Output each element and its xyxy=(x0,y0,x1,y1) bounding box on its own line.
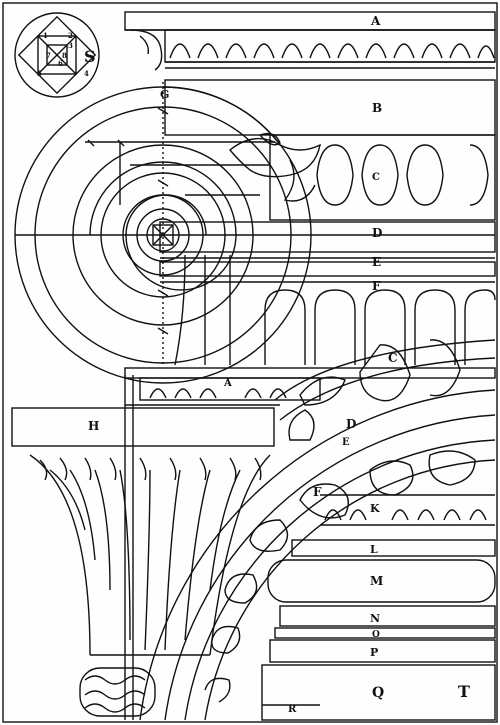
label-A-top: A xyxy=(370,14,381,28)
label-T: T xyxy=(458,682,470,701)
label-B: B xyxy=(372,101,382,115)
inset-number-2: 2 xyxy=(68,31,73,40)
abacus-upper xyxy=(124,11,496,71)
column-arc xyxy=(139,389,496,721)
label-D-lower: D xyxy=(346,417,356,431)
label-P: P xyxy=(370,646,378,659)
band-D xyxy=(159,221,496,253)
label-H: H xyxy=(88,419,99,433)
inset-number-4: 4 xyxy=(84,69,89,78)
label-M: M xyxy=(370,574,383,588)
label-F-upper: F xyxy=(372,279,381,293)
band-H xyxy=(11,407,275,447)
band-M xyxy=(267,559,496,603)
inset-number-8: 8 xyxy=(62,51,67,60)
label-R: R xyxy=(288,704,297,715)
label-S: S xyxy=(84,47,96,66)
label-Q: Q xyxy=(372,685,384,701)
band-K xyxy=(320,494,495,526)
label-A-lower: A xyxy=(223,378,232,389)
label-K: K xyxy=(370,502,380,515)
leaf-row-upper xyxy=(169,43,495,59)
echinus-lower xyxy=(274,339,496,441)
inset-number-7: 7 xyxy=(46,51,51,60)
label-C-lower: C xyxy=(388,351,398,365)
echinus-upper xyxy=(229,132,496,221)
label-O: O xyxy=(372,630,380,640)
volute-spiral xyxy=(14,82,495,384)
inset-number-5: 5 xyxy=(37,69,42,78)
label-C-upper: C xyxy=(372,172,380,183)
band-Q xyxy=(261,664,496,721)
flutes-F xyxy=(160,281,496,365)
acanthus-bell xyxy=(29,375,271,720)
inset-number-6: 6 xyxy=(58,59,63,68)
band-P xyxy=(269,639,496,663)
band-N xyxy=(279,605,496,627)
band-E xyxy=(159,261,496,277)
band-O xyxy=(274,627,496,639)
label-E-lower: E xyxy=(342,437,350,448)
inset-number-3: 3 xyxy=(68,41,73,50)
inset-circle xyxy=(14,12,100,98)
band-B xyxy=(164,79,496,136)
label-L: L xyxy=(370,543,378,556)
label-G: G xyxy=(160,88,169,101)
label-N: N xyxy=(370,612,380,625)
label-F-lower: F xyxy=(313,485,322,499)
abacus-lower xyxy=(124,367,496,406)
inset-number-1: 1 xyxy=(43,31,48,40)
label-D-upper: D xyxy=(372,226,382,240)
label-E-upper: E xyxy=(372,255,381,269)
band-L xyxy=(291,539,496,557)
